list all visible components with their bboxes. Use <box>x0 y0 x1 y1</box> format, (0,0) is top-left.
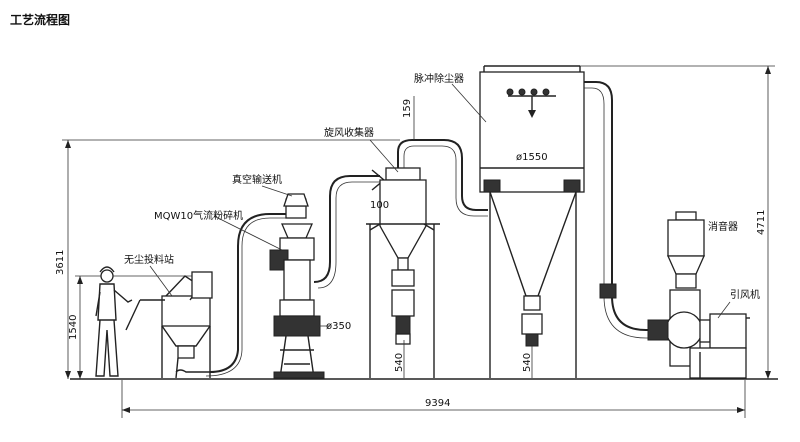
dim-height-mill: 3611 <box>55 139 400 379</box>
pulse-valves <box>506 88 556 118</box>
collector-diameter-label: ø1550 <box>516 152 548 163</box>
dim-540-collector-label: 540 <box>522 353 533 372</box>
feed-hose <box>209 213 290 373</box>
pulse-dust-collector: ø1550 540 脉冲除尘器 <box>414 65 585 378</box>
vacuum-conveyor-label: 真空输送机 <box>232 173 282 186</box>
cyclone-label: 旋风收集器 <box>324 126 374 139</box>
dim-100-label: 100 <box>370 200 389 211</box>
vacuum-conveyor: 真空输送机 <box>232 173 309 207</box>
dim-total-length: 9394 <box>121 380 746 418</box>
dust-collector-label: 脉冲除尘器 <box>414 72 464 85</box>
dim-159-label: 159 <box>402 99 413 118</box>
jet-mill-label: MQW10气流粉碎机 <box>154 209 243 222</box>
operator-figure <box>95 266 133 377</box>
induced-fan: 引风机 <box>647 288 760 379</box>
dim-3611-label: 3611 <box>55 250 66 275</box>
feeding-station: 无尘投料站 <box>124 253 213 379</box>
dim-9394-label: 9394 <box>425 398 450 409</box>
silencer: 消音器 <box>666 211 738 289</box>
cyclone-to-collector-pipe <box>397 139 488 211</box>
dim-height-total: 4711 <box>580 65 775 379</box>
cyclone-collector: 100 540 旋风收集器 <box>324 126 440 378</box>
fan-label: 引风机 <box>730 288 760 301</box>
mill-diameter-label: ø350 <box>326 321 351 332</box>
collector-to-fan-pipe <box>584 81 668 331</box>
dim-540-cyclone-label: 540 <box>394 353 405 372</box>
dim-height-station: 1540 <box>68 275 210 379</box>
dim-1540-label: 1540 <box>68 315 79 340</box>
feeding-station-label: 无尘投料站 <box>124 253 174 266</box>
silencer-label: 消音器 <box>708 220 738 233</box>
mill-to-cyclone-pipe <box>313 175 380 283</box>
page-title: 工艺流程图 <box>10 13 71 27</box>
dim-4711-label: 4711 <box>756 210 767 235</box>
